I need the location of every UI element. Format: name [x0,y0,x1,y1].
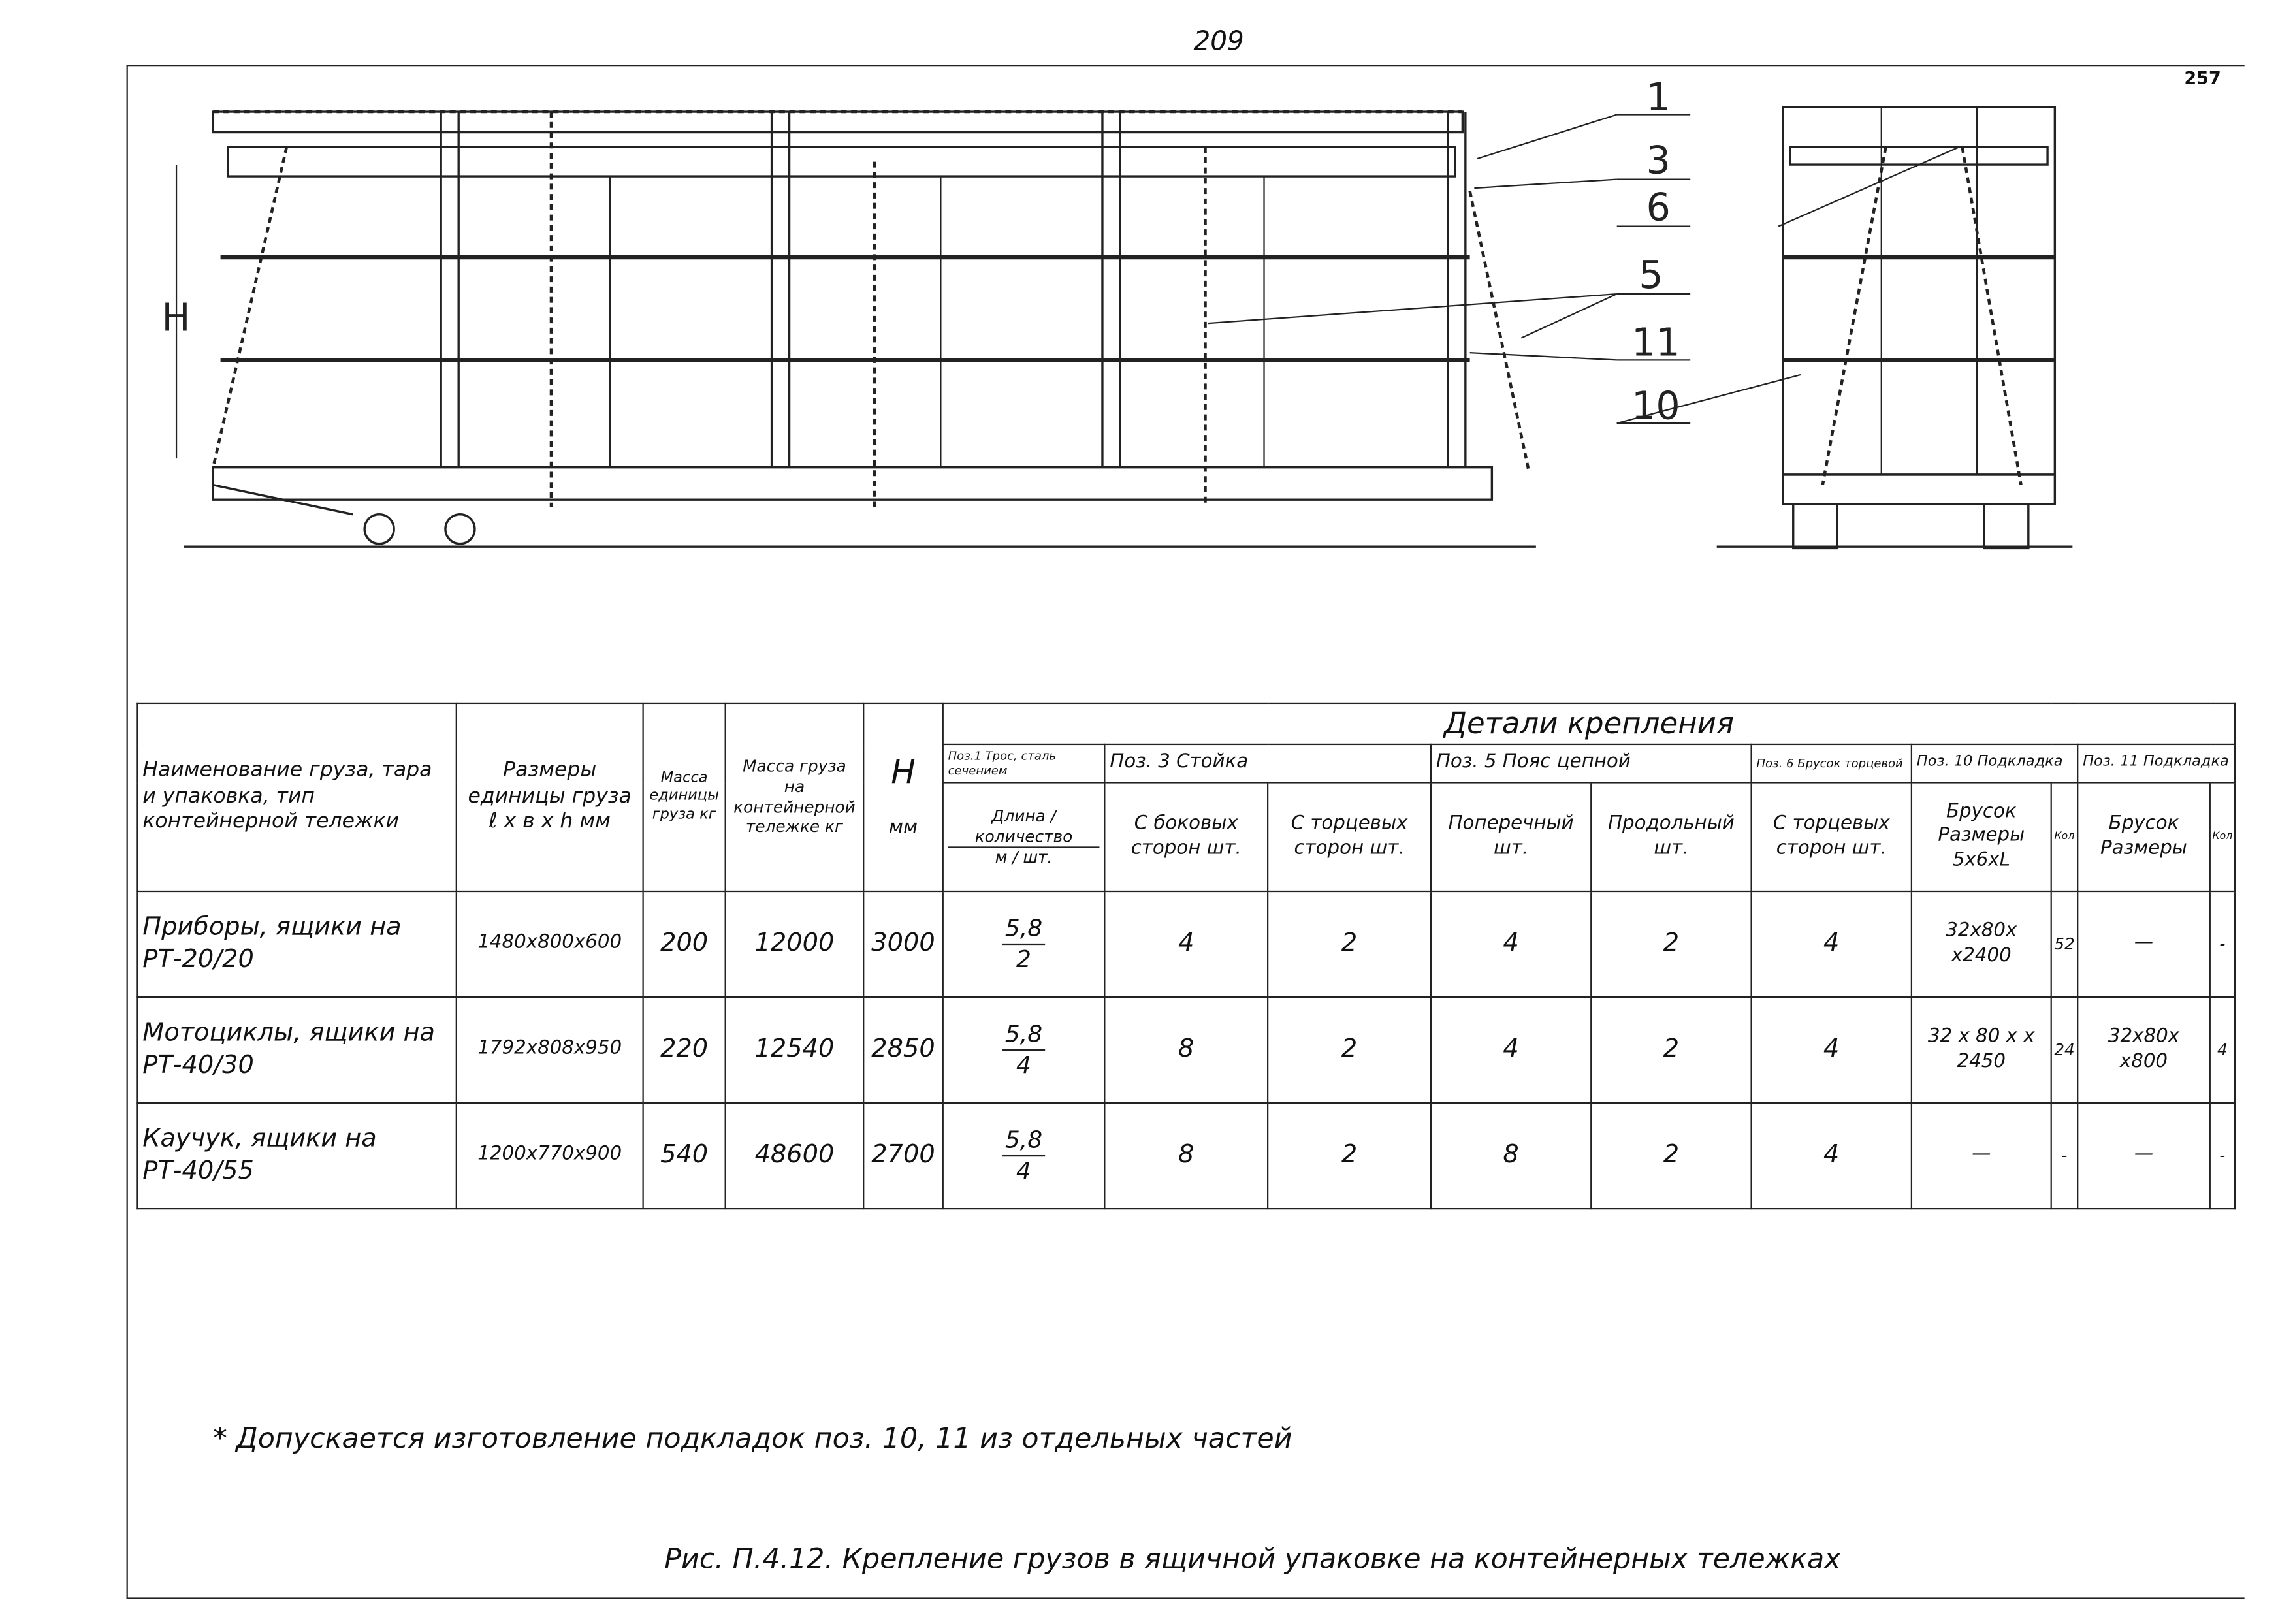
cell-qty11: - [2209,1102,2236,1210]
header-bar11: Брусок Размеры [2077,782,2211,893]
cell-h: 2700 [863,1102,944,1210]
sheet-number: 257 [2184,67,2221,89]
header-group-title: Детали крепления [942,702,2236,746]
cell-transverse: 4 [1430,996,1592,1104]
header-pos6: Поз. 6 Брусок торцевой [1750,743,1913,784]
cell-side: 8 [1104,996,1269,1104]
end-view-frame [1716,106,2073,550]
header-unit-mass: Масса единицы груза кг [642,702,726,893]
cell-sizes: 1200x770x900 [455,1102,644,1210]
fastening-table: Наименование груза, тара и упаковка, тип… [136,702,2236,1210]
length-qty-label: Длина / количество [948,806,1100,849]
footnote: * Допускается изготовление подкладок поз… [213,1422,1292,1456]
cell-end3: 2 [1267,1102,1432,1210]
header-h-symbol: H [891,754,916,791]
header-pos1: Поз.1 Трос, сталь сечением [942,743,1106,784]
cell-end6: 4 [1750,890,1913,998]
header-total-mass: Масса груза на контейнерной тележке кг [724,702,865,893]
callout-leaders [1208,114,1960,424]
cell-side: 8 [1104,1102,1269,1210]
cell-length: 5,8 [1002,1020,1046,1051]
cell-total-mass: 12000 [724,890,865,998]
header-pos5: Поз. 5 Пояс цепной [1430,743,1752,784]
cell-side: 4 [1104,890,1269,998]
length-qty-unit: м / шт. [995,848,1053,868]
cell-unit-mass: 220 [642,996,726,1104]
header-pos10: Поз. 10 Подкладка [1910,743,2079,784]
cell-unit-mass: 200 [642,890,726,998]
callout-6: 6 [1646,185,1671,230]
cell-qty11: - [2209,890,2236,998]
cell-bar10: 32 x 80 x x 2450 [1910,996,2052,1104]
side-view-frame [175,110,1536,548]
cell-total-mass: 12540 [724,996,865,1104]
cell-qty: 4 [1016,1051,1031,1079]
figure-caption: Рис. П.4.12. Крепление грузов в ящичной … [664,1543,1841,1576]
header-end6: С торцевых сторон шт. [1750,782,1913,893]
callout-3: 3 [1646,138,1671,183]
cell-name: Приборы, ящики на РТ-20/20 [136,890,457,998]
cell-qty11: 4 [2209,996,2236,1104]
cell-bar11: — [2077,1102,2211,1210]
header-h: H мм [863,702,944,893]
cell-transverse: 8 [1430,1102,1592,1210]
header-qty10: Кол [2050,782,2079,893]
cell-transverse: 4 [1430,890,1592,998]
header-sizes: Размеры единицы груза ℓ x в x h мм [455,702,644,893]
header-side: С боковых сторон шт. [1104,782,1269,893]
header-h-unit: мм [888,817,918,840]
cell-qty: 4 [1016,1156,1031,1185]
header-bar10: Брусок Размеры 5х6хL [1910,782,2052,893]
callout-5: 5 [1639,253,1663,297]
cell-length: 5,8 [1002,1126,1046,1157]
height-label: H [162,295,191,340]
cell-unit-mass: 540 [642,1102,726,1210]
cell-longitudinal: 2 [1590,996,1752,1104]
header-end3: С торцевых сторон шт. [1267,782,1432,893]
cell-name: Мотоциклы, ящики на РТ-40/30 [136,996,457,1104]
page-number: 209 [1193,26,1244,57]
header-longitudinal: Продольный шт. [1590,782,1752,893]
callout-1: 1 [1646,75,1671,119]
cell-total-mass: 48600 [724,1102,865,1210]
cell-qty10: 52 [2050,890,2079,998]
cell-qty10: 24 [2050,996,2079,1104]
cell-bar11: 32x80x x800 [2077,996,2211,1104]
header-qty11: Кол [2209,782,2236,893]
sheet-frame [126,65,2245,1599]
cell-sizes: 1480x800x600 [455,890,644,998]
header-name: Наименование груза, тара и упаковка, тип… [136,702,457,893]
header-pos3: Поз. 3 Стойка [1104,743,1432,784]
cell-h: 3000 [863,890,944,998]
callout-10: 10 [1631,383,1680,428]
cell-bar10: 32x80x x2400 [1910,890,2052,998]
header-transverse: Поперечный шт. [1430,782,1592,893]
cell-qty10: - [2050,1102,2079,1210]
cell-end6: 4 [1750,996,1913,1104]
cell-qty: 2 [1016,945,1031,973]
cell-longitudinal: 2 [1590,1102,1752,1210]
cell-name: Каучук, ящики на РТ-40/55 [136,1102,457,1210]
header-pos11: Поз. 11 Подкладка [2077,743,2236,784]
cell-bar10: — [1910,1102,2052,1210]
cell-bar11: — [2077,890,2211,998]
cell-sizes: 1792x808x950 [455,996,644,1104]
callout-11: 11 [1631,321,1680,365]
cell-end6: 4 [1750,1102,1913,1210]
cell-end3: 2 [1267,890,1432,998]
cell-longitudinal: 2 [1590,890,1752,998]
side-view-drawing: H 1 3 6 5 11 10 [162,75,2073,550]
cell-h: 2850 [863,996,944,1104]
cell-length: 5,8 [1002,914,1046,946]
cell-end3: 2 [1267,996,1432,1104]
